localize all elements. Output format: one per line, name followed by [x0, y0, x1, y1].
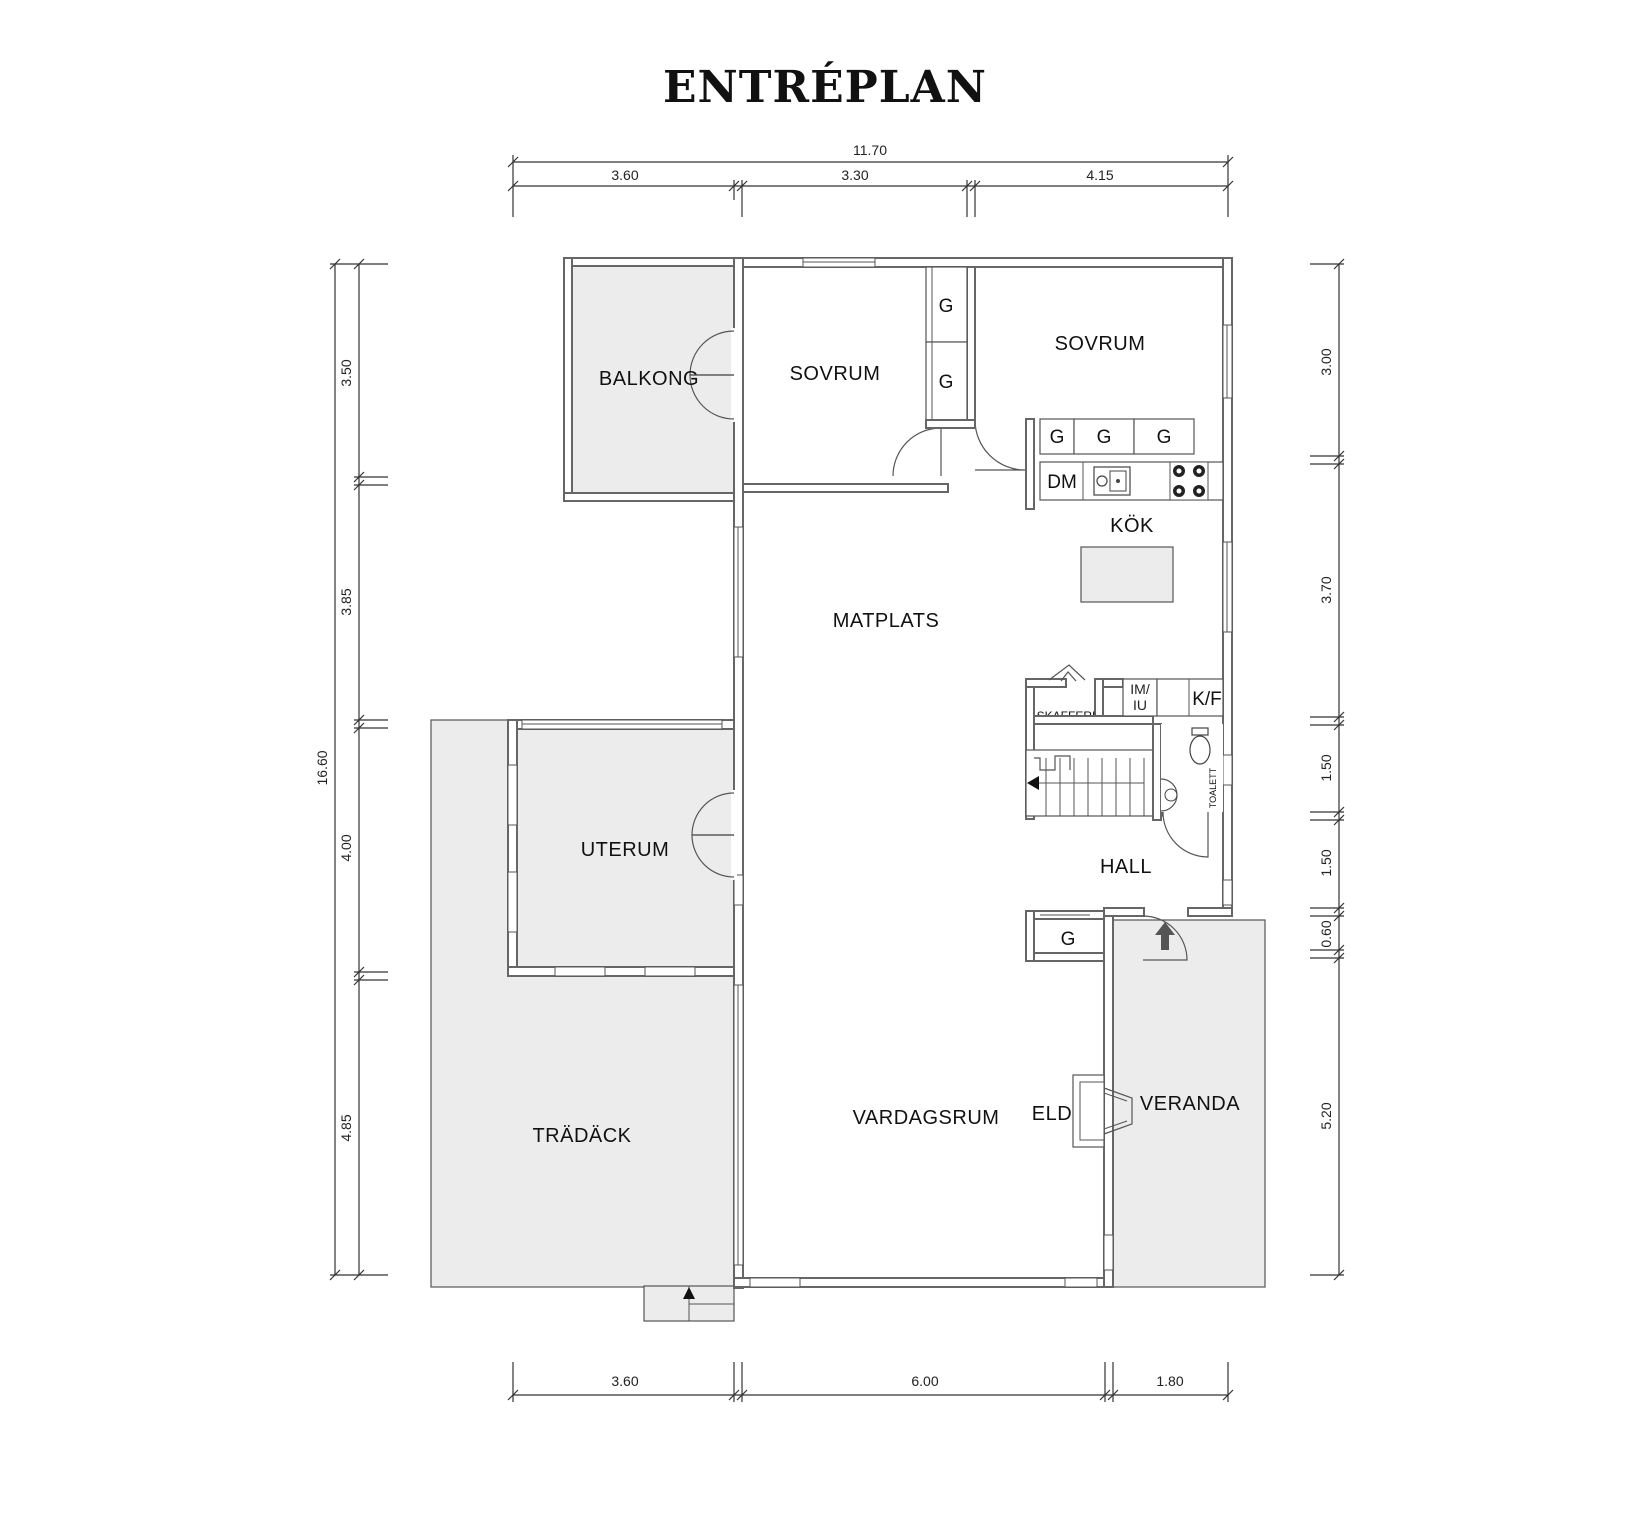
- entrance-arrow-icon: [1155, 922, 1175, 950]
- kitchen-wardrobe-label: G: [1157, 427, 1172, 448]
- room-sovrum-2: SOVRUM: [1055, 333, 1146, 355]
- dim-right-seg-3: 1.50: [1318, 754, 1334, 781]
- kitchen-counter: DM: [1039, 461, 1224, 501]
- dim-left-seg-3: 4.00: [338, 834, 354, 861]
- label-eld: ELD: [1032, 1103, 1072, 1125]
- pantry: SKAFFERI IM/ IU K/F: [1025, 664, 1224, 820]
- dim-right-seg-2: 3.70: [1318, 576, 1334, 603]
- dim-top-total-label: 11.70: [853, 142, 887, 158]
- kitchen-island: [1080, 546, 1174, 603]
- room-matplats: MATPLATS: [833, 610, 940, 632]
- entry-arrow-icon: [683, 1287, 695, 1299]
- ice-maker-label-1: IM/: [1130, 681, 1150, 697]
- dim-left-seg-2: 3.85: [338, 588, 354, 615]
- hall-wardrobe: G: [1025, 910, 1105, 962]
- dim-bottom-seg-3: 1.80: [1156, 1373, 1183, 1389]
- dim-left-segments: 3.50 3.85 4.00 4.85: [338, 258, 388, 1281]
- dim-right-seg-1: 3.00: [1318, 348, 1334, 375]
- dim-bottom-seg-2: 6.00: [911, 1373, 938, 1389]
- room-sovrum-1: SOVRUM: [790, 363, 881, 385]
- dim-right-seg-4: 1.50: [1318, 849, 1334, 876]
- windows: [507, 257, 1233, 1288]
- hall-wardrobe-label: G: [1061, 929, 1076, 950]
- balkong-area: [563, 257, 735, 502]
- kitchen-wardrobe-label: G: [1097, 427, 1112, 448]
- room-vardagsrum: VARDAGSRUM: [853, 1107, 1000, 1129]
- room-kok: KÖK: [1110, 515, 1154, 537]
- toilet-icon: [1189, 735, 1211, 765]
- dim-left-seg-4: 4.85: [338, 1114, 354, 1141]
- fireplace: [1072, 1074, 1133, 1148]
- dim-bottom-segments: 3.60 6.00 1.80: [507, 1362, 1234, 1402]
- room-veranda: VERANDA: [1140, 1093, 1240, 1115]
- room-uterum: UTERUM: [581, 839, 670, 861]
- dim-top-segments: 3.60 3.30 4.15: [507, 167, 1234, 217]
- dim-top-seg-3: 4.15: [1086, 167, 1113, 183]
- wardrobe-bedroom-1: G G: [925, 266, 976, 429]
- kitchen-wardrobe-label: G: [1050, 427, 1065, 448]
- doors: [689, 328, 1209, 961]
- staircase: [1025, 723, 1163, 821]
- kitchen-wardrobes: G G G: [1025, 418, 1195, 510]
- wardrobe-label: G: [939, 296, 954, 317]
- tradack-area: [430, 719, 735, 1288]
- toilet-room: TOALETT: [1160, 724, 1223, 812]
- wardrobe-label: G: [939, 372, 954, 393]
- dim-top-seg-1: 3.60: [611, 167, 638, 183]
- plan-title: ENTRÉPLAN: [663, 62, 987, 113]
- dim-left-total-label: 16.60: [314, 750, 330, 785]
- room-hall: HALL: [1100, 856, 1152, 878]
- room-balkong: BALKONG: [599, 368, 699, 390]
- stairs-arrow-icon: [1027, 776, 1039, 790]
- dim-right-segments: 3.00 3.70 1.50 1.50 0.60 5.20: [1310, 258, 1345, 1281]
- fridge-freezer-label: K/F: [1192, 689, 1222, 710]
- toalett-label: TOALETT: [1208, 767, 1218, 808]
- dishwasher-label: DM: [1047, 472, 1077, 493]
- dim-right-seg-6: 5.20: [1318, 1102, 1334, 1129]
- dim-left-total: 16.60: [314, 258, 388, 1281]
- veranda-area: [1111, 919, 1266, 1288]
- dim-bottom-seg-1: 3.60: [611, 1373, 638, 1389]
- room-tradack: TRÄDÄCK: [532, 1125, 631, 1147]
- dim-right-seg-5: 0.60: [1318, 920, 1334, 947]
- ice-maker-label-2: IU: [1133, 697, 1147, 713]
- dim-top-seg-2: 3.30: [841, 167, 868, 183]
- dim-left-seg-1: 3.50: [338, 359, 354, 386]
